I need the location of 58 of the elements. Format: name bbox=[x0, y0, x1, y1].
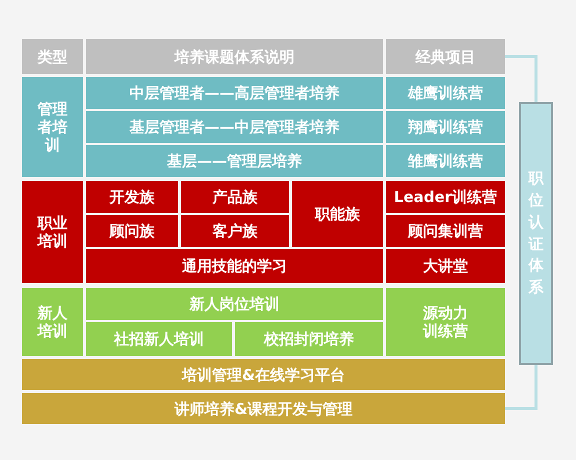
table-cell bbox=[181, 215, 289, 247]
table-cell bbox=[22, 288, 83, 356]
table-cell bbox=[386, 215, 505, 247]
table-cell bbox=[22, 77, 83, 177]
cell-text: 职位认证体系 bbox=[528, 168, 544, 298]
table-cell bbox=[86, 111, 383, 143]
table-cell bbox=[386, 111, 505, 143]
table-cell bbox=[86, 215, 178, 247]
cell-text: 产品族 bbox=[212, 188, 258, 206]
table-cell bbox=[386, 145, 505, 177]
table-cell bbox=[86, 249, 383, 283]
header-cell bbox=[22, 39, 83, 74]
cell-text: 客户族 bbox=[212, 222, 258, 240]
cell-text: 管理者培训 bbox=[36, 100, 68, 154]
cell-text: Leader训练营 bbox=[394, 188, 498, 206]
cell-text: 类型 bbox=[38, 48, 68, 66]
table-cell bbox=[86, 145, 383, 177]
cell-text: 社招新人培训 bbox=[114, 330, 204, 348]
table-cell bbox=[386, 77, 505, 109]
cell-text: 新人培训 bbox=[36, 304, 68, 340]
table-cell bbox=[22, 393, 505, 424]
cell-text: 职业培训 bbox=[36, 214, 68, 250]
table-cell bbox=[235, 322, 383, 356]
cell-text: 讲师培养&课程开发与管理 bbox=[174, 400, 353, 418]
table-cell bbox=[181, 181, 289, 213]
cell-text: 大讲堂 bbox=[423, 257, 468, 275]
cell-text: 顾问集训营 bbox=[408, 222, 483, 240]
connector-line bbox=[505, 365, 538, 410]
cell-text: 开发族 bbox=[110, 188, 154, 206]
table-cell bbox=[86, 288, 383, 320]
cell-text: 源动力训练营 bbox=[422, 304, 469, 340]
cell-text: 职能族 bbox=[315, 205, 360, 223]
cell-text: 经典项目 bbox=[416, 48, 476, 66]
cell-text: 基层——管理层培养 bbox=[167, 152, 302, 170]
cell-text: 顾问族 bbox=[110, 222, 154, 240]
cell-text: 培养课题体系说明 bbox=[174, 48, 294, 66]
cell-text: 校招封闭培养 bbox=[264, 330, 354, 348]
table-cell bbox=[86, 77, 383, 109]
table-cell bbox=[86, 322, 232, 356]
header-cell bbox=[386, 39, 505, 74]
table-cell bbox=[22, 181, 83, 283]
table-cell bbox=[86, 181, 178, 213]
table-cell bbox=[386, 249, 505, 283]
cell-text: 培训管理&在线学习平台 bbox=[182, 366, 346, 384]
cell-text: 翔鹰训练营 bbox=[408, 118, 483, 136]
table-cell bbox=[386, 181, 505, 213]
cell-text: 通用技能的学习 bbox=[182, 257, 287, 275]
table-cell bbox=[292, 181, 383, 247]
connector-line bbox=[505, 55, 538, 102]
cell-text: 基层管理者——中层管理者培养 bbox=[130, 118, 340, 136]
table-cell bbox=[386, 288, 505, 356]
cell-text: 雄鹰训练营 bbox=[408, 84, 483, 102]
header-cell bbox=[86, 39, 383, 74]
cell-text: 雏鹰训练营 bbox=[408, 152, 483, 170]
table-cell bbox=[22, 359, 505, 390]
cell-text: 中层管理者——高层管理者培养 bbox=[130, 84, 340, 102]
cell-text: 新人岗位培训 bbox=[190, 295, 280, 313]
side-panel bbox=[519, 102, 553, 365]
